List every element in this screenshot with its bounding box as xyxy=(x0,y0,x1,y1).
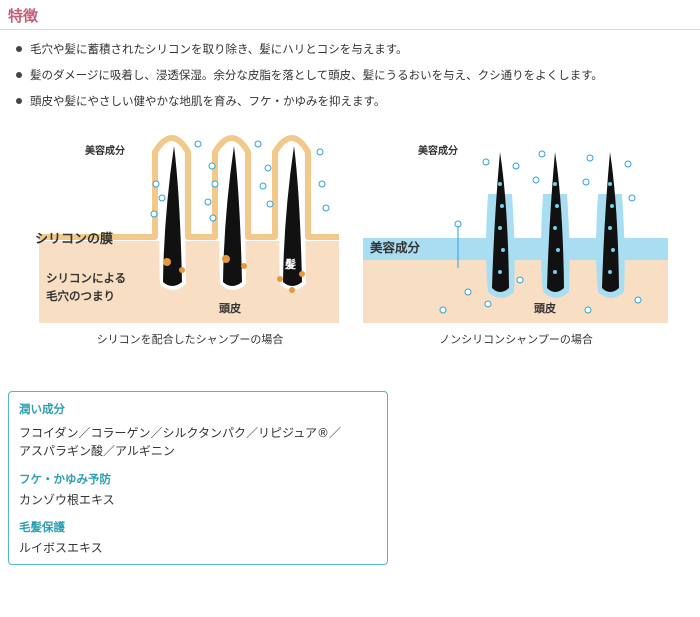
ingredient-label: 美容成分 xyxy=(418,144,458,157)
left-figure-caption: シリコンを配合したシャンプーの場合 xyxy=(96,333,284,346)
feature-list: 毛穴や髪に蓄積されたシリコンを取り除き、髪にハリとコシを与えます。 髪のダメージ… xyxy=(0,36,700,114)
silicone-shampoo-illustration: 美容成分 シリコンの膜 シリコンによる 毛穴のつまり 髪 頭皮 xyxy=(35,135,339,323)
hair-strand xyxy=(163,146,182,286)
clog-dot xyxy=(299,271,305,277)
clog-dot xyxy=(163,258,171,266)
scalp-label: 頭皮 xyxy=(534,301,556,315)
feature-item: 頭皮や髪にやさしい健やかな地肌を育み、フケ・かゆみを抑えます。 xyxy=(0,88,700,114)
page-title: 特徴 xyxy=(8,7,39,25)
feature-item: 髪のダメージに吸着し、浸透保湿。余分な皮脂を落として頭皮、髪にうるおいを与え、ク… xyxy=(0,62,700,88)
section-text: フコイダン／コラーゲン／シルクタンパク／リピジュア®／ xyxy=(19,426,341,440)
section-heading: 潤い成分 xyxy=(19,402,65,416)
section-text: ルイボスエキス xyxy=(19,541,103,555)
absorbed-ingredient-dots xyxy=(498,182,615,274)
clog-dot xyxy=(289,287,295,293)
section-heading: 毛髪保護 xyxy=(19,520,65,534)
ingredients-box: 潤い成分 フコイダン／コラーゲン／シルクタンパク／リピジュア®／ アスパラギン酸… xyxy=(8,391,388,565)
silicone-film xyxy=(39,135,339,240)
silicone-film-label: シリコンの膜 xyxy=(35,231,113,247)
hair-strand xyxy=(223,146,242,286)
feature-item: 毛穴や髪に蓄積されたシリコンを取り除き、髪にハリとコシを与えます。 xyxy=(0,36,700,62)
title-divider xyxy=(0,29,700,30)
clog-dot xyxy=(277,276,283,282)
clog-dot xyxy=(241,263,247,269)
ingredient-molecules xyxy=(150,140,330,222)
clog-label-line1: シリコンによる xyxy=(46,271,126,285)
section-heading: フケ・かゆみ予防 xyxy=(19,472,111,486)
section-text: アスパラギン酸／アルギニン xyxy=(19,444,175,458)
clog-dot xyxy=(179,267,185,273)
ingredient-label: 美容成分 xyxy=(85,144,125,157)
hair-strand xyxy=(602,152,619,292)
ingredient-molecules xyxy=(439,150,642,314)
hair-label: 髪 xyxy=(284,257,296,271)
scalp-label: 頭皮 xyxy=(219,301,241,315)
ingredient-band xyxy=(363,238,668,260)
ingredient-band-label: 美容成分 xyxy=(370,240,421,255)
right-figure-caption: ノンシリコンシャンプーの場合 xyxy=(439,333,593,346)
hair-strand xyxy=(492,152,509,292)
clog-dot xyxy=(222,255,230,263)
hair-strand xyxy=(547,152,564,292)
clog-label-line2: 毛穴のつまり xyxy=(46,289,115,303)
non-silicone-shampoo-illustration: 美容成分 美容成分 頭皮 xyxy=(363,144,668,323)
hair-strand xyxy=(283,146,302,286)
section-text: カンゾウ根エキス xyxy=(19,493,115,507)
